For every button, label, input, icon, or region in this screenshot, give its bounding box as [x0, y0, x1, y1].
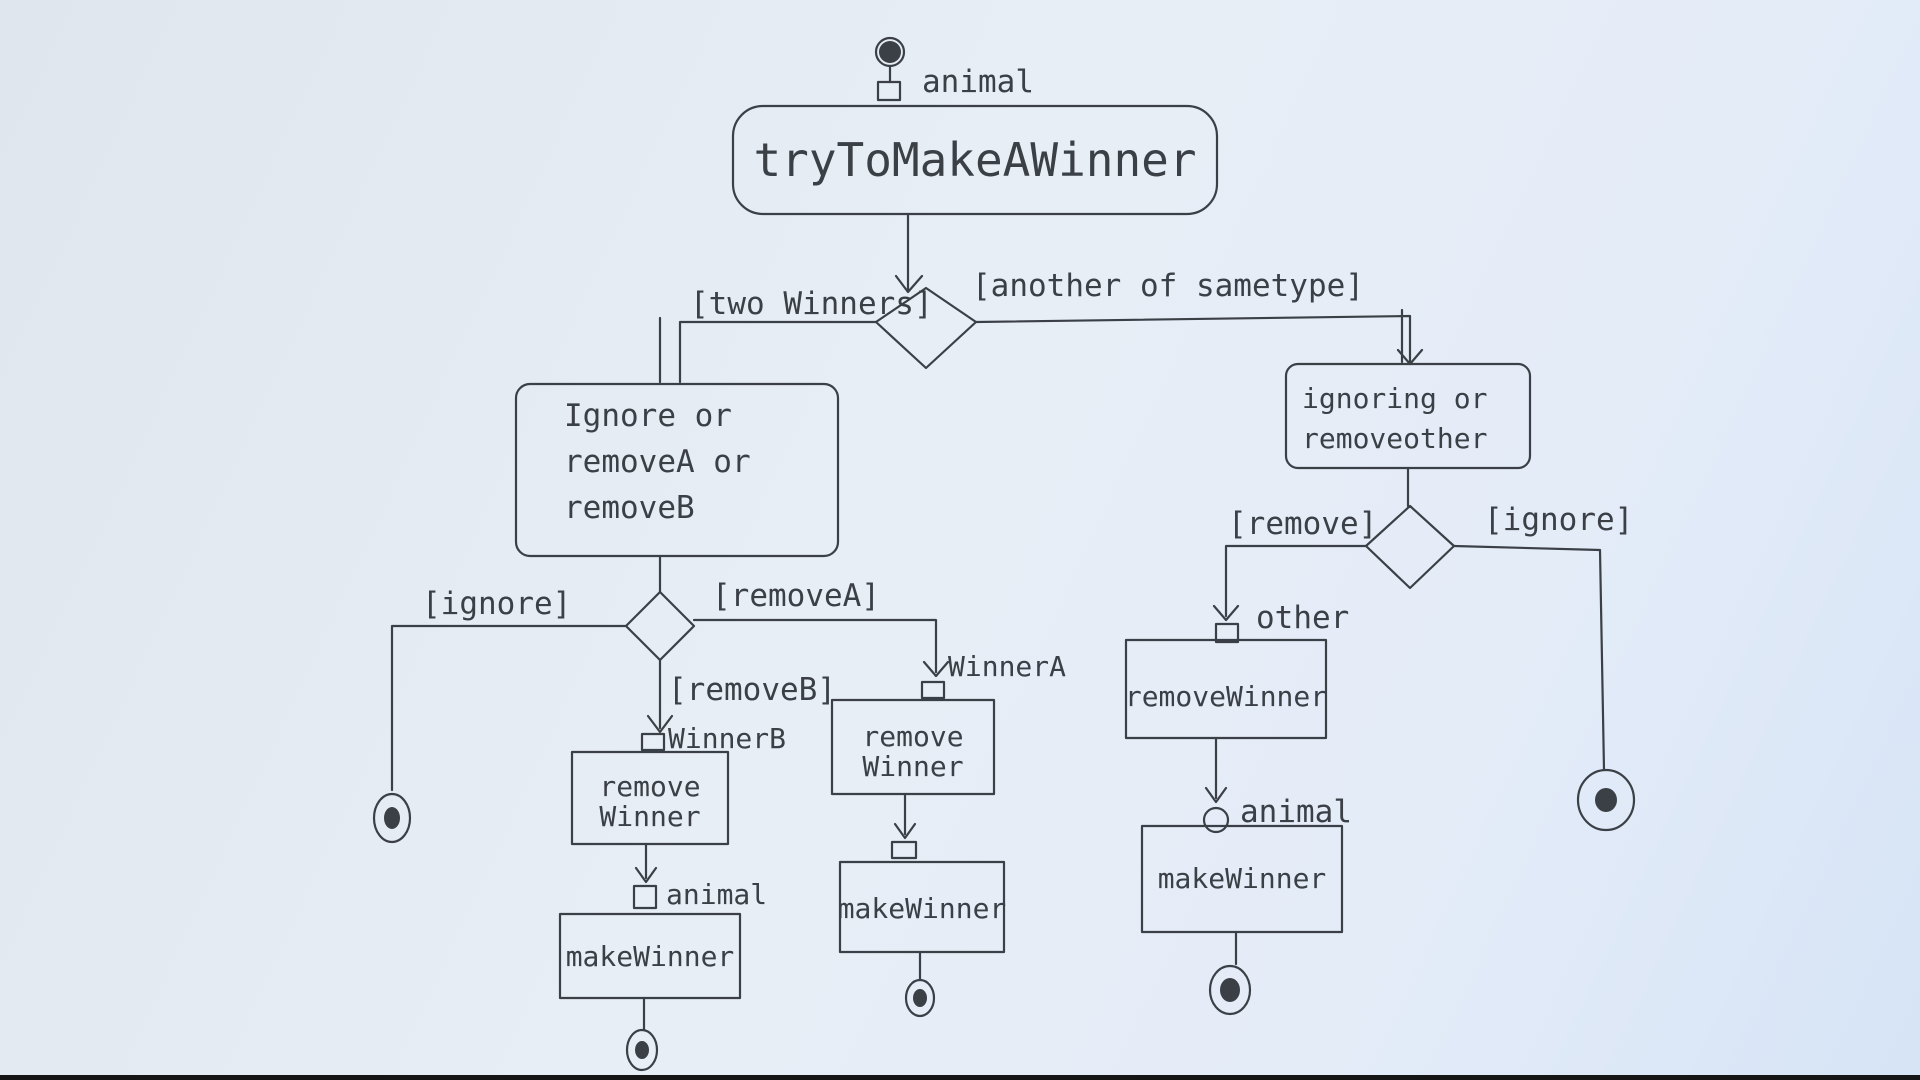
other-input-pin	[1214, 622, 1240, 644]
flow-remove-a	[692, 618, 950, 678]
flow-right-ignore	[1452, 544, 1606, 772]
pin-winner-a-label: WinnerA	[948, 650, 1066, 683]
right-action-line-1: ignoring or	[1302, 382, 1487, 415]
make-winner-b-action	[558, 912, 742, 1000]
initial-node	[874, 36, 906, 84]
animal-pin-right	[1202, 806, 1230, 834]
initial-pin-label: animal	[922, 64, 1034, 100]
flow-left-ignore	[390, 624, 628, 792]
guard-two-winners: [two Winners]	[690, 286, 933, 322]
flow-to-animal-pin-right	[1204, 736, 1228, 804]
remove-winner-a-line-1: remove	[862, 720, 963, 753]
guard-left-ignore: [ignore]	[422, 586, 571, 622]
guard-same-type: [another of sametype]	[972, 268, 1364, 304]
final-node-b	[625, 1028, 659, 1072]
winner-b-pin	[640, 732, 666, 752]
decision-node-3	[1364, 504, 1456, 590]
left-action-line-3: removeB	[564, 490, 695, 526]
flow-same-type	[974, 314, 1424, 366]
decision-node-2	[624, 590, 696, 662]
final-node-right	[1208, 964, 1252, 1016]
pin-winner-b-label: WinnerB	[668, 722, 786, 755]
pin-animal-b-label: animal	[666, 878, 767, 911]
remove-winner-b-line-2: Winner	[599, 800, 700, 833]
make-winner-right-action	[1140, 824, 1344, 934]
final-node-left-ignore	[372, 792, 412, 844]
left-action-line-2: removeA or	[564, 444, 751, 480]
flow-remove-b	[646, 658, 674, 734]
winner-a-pin	[920, 680, 946, 700]
winner-a-output-pin	[890, 840, 918, 860]
remove-winner-right-label: removeWinner	[1125, 680, 1327, 713]
guard-remove-b: [removeB]	[668, 672, 836, 708]
bottom-edge-bar	[0, 1075, 1920, 1080]
remove-winner-a-action	[830, 698, 996, 796]
flow-to-decision-1	[894, 212, 924, 294]
remove-winner-right-action	[1124, 638, 1328, 740]
main-action-label: tryToMakeAWinner	[753, 133, 1196, 187]
remove-winner-a-line-2: Winner	[862, 750, 963, 783]
pin-animal-right-label: animal	[1240, 794, 1352, 830]
flow-two-winners	[678, 320, 878, 384]
animal-input-pin	[876, 80, 902, 102]
flow-to-pin-a	[893, 792, 917, 840]
ignore-or-remove-action	[514, 382, 840, 558]
final-node-right-ignore	[1576, 768, 1636, 832]
flow-to-animal-pin-b	[634, 842, 658, 884]
animal-pin-b	[632, 884, 658, 910]
guard-right-ignore: [ignore]	[1484, 502, 1633, 538]
guard-right-remove: [remove]	[1228, 506, 1377, 542]
make-winner-a-label: makeWinner	[838, 892, 1007, 925]
final-node-a	[904, 978, 936, 1018]
make-winner-b-label: makeWinner	[566, 940, 735, 973]
remove-winner-b-line-1: remove	[599, 770, 700, 803]
left-action-line-1: Ignore or	[564, 398, 732, 434]
flow-right-remove	[1212, 544, 1368, 622]
decision-node-1	[874, 286, 978, 370]
guard-remove-a: [removeA]	[712, 578, 880, 614]
remove-winner-b-action	[570, 750, 730, 846]
make-winner-right-label: makeWinner	[1158, 862, 1327, 895]
right-action-line-2: removeother	[1302, 422, 1487, 455]
main-action-node	[731, 104, 1219, 216]
make-winner-a-action	[838, 860, 1006, 954]
pin-other-label: other	[1256, 600, 1349, 636]
